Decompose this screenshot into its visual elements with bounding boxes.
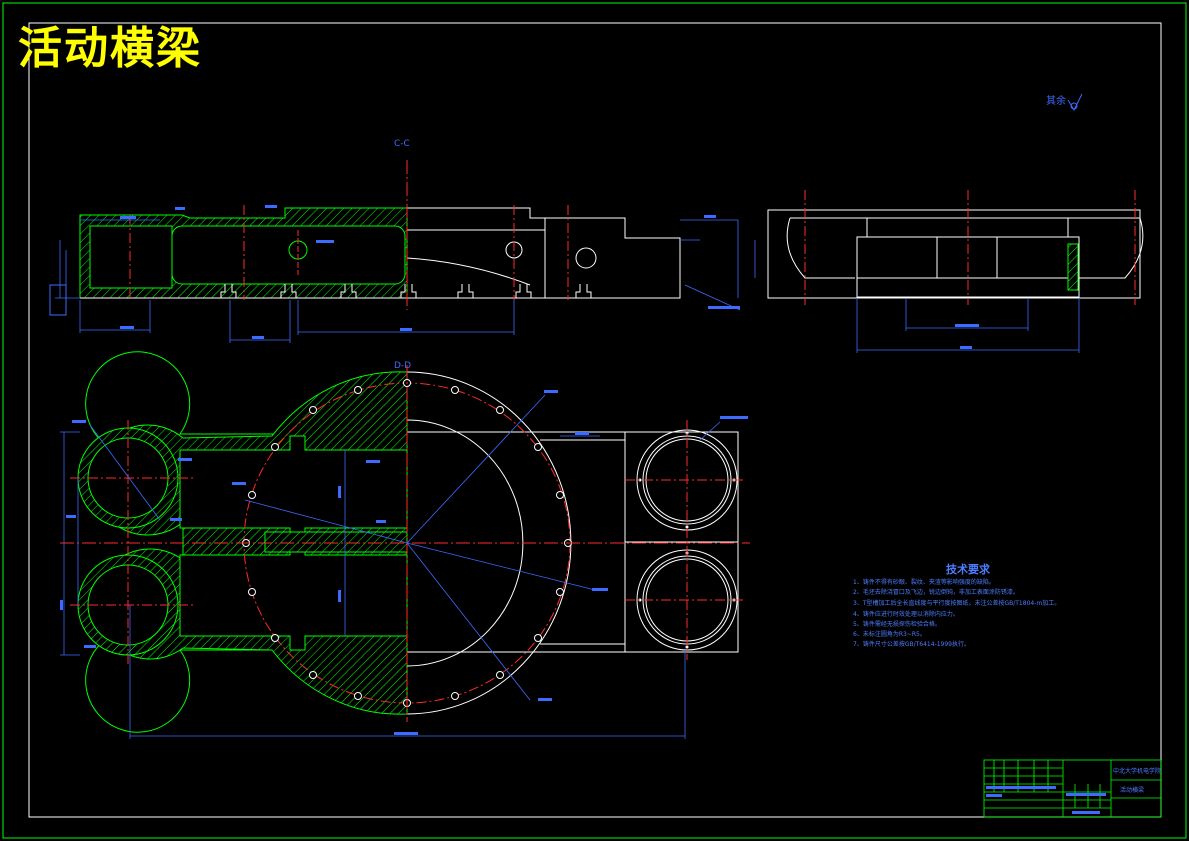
section-c-hole-right <box>575 247 597 269</box>
drawing-title: 活动横梁 <box>18 23 202 74</box>
tech-requirement-1: 1、铸件不得有砂眼、裂纹、夹渣等影响强度的缺陷。 <box>853 578 995 586</box>
plan-dimension-labels <box>60 390 748 735</box>
section-c-cavity-1 <box>89 225 173 289</box>
section-c-dimension-labels <box>49 205 740 339</box>
tech-requirements-title: 技术要求 <box>946 562 991 576</box>
plan-cutout-lower <box>179 544 408 651</box>
tech-requirement-2: 2、毛坯去除浇冒口及飞边，锐边倒钝，非加工表面涂防锈漆。 <box>853 588 1019 596</box>
plan-rib <box>264 531 408 553</box>
technical-requirements: 技术要求 1、铸件不得有砂眼、裂纹、夹渣等影响强度的缺陷。 2、毛坯去除浇冒口及… <box>853 562 1060 648</box>
roughness-note: 其余 <box>1046 93 1083 112</box>
plan-cutout-upper <box>179 435 408 541</box>
side-view <box>754 190 1144 353</box>
tech-requirement-5: 5、铸件需经无损探伤检验合格。 <box>853 620 941 628</box>
t-slots <box>220 284 592 298</box>
section-label-d: D-D <box>394 361 411 371</box>
section-c-dimensions <box>55 219 741 343</box>
section-c-outline-right <box>407 207 681 299</box>
bolt-holes <box>242 379 572 707</box>
section-d-d-view: D-D <box>60 351 750 739</box>
tech-requirement-7: 7、铸件尺寸公差按GB/T6414-1999执行。 <box>853 640 970 648</box>
roughness-symbol-icon <box>1067 93 1083 112</box>
plan-dimensions <box>60 394 721 739</box>
section-label-c: C-C <box>394 139 410 149</box>
tech-requirement-3: 3、T型槽加工后全长直线度与平行度按图纸，未注公差按GB/T1804-m加工。 <box>853 599 1060 607</box>
section-c-cavity-2 <box>171 225 406 285</box>
tech-requirement-6: 6、未标注圆角为R3~R5。 <box>853 630 926 638</box>
inner-border <box>28 22 1162 818</box>
roughness-label: 其余 <box>1046 94 1066 107</box>
title-block-part-name: 活动横梁 <box>1120 786 1144 794</box>
tech-requirement-4: 4、铸件应进行时效处理以消除内应力。 <box>853 610 959 618</box>
title-block-school: 中北大学机电学院 <box>1113 767 1161 775</box>
section-c-c-view: C-C <box>49 139 741 343</box>
section-c-curve <box>406 257 531 286</box>
title-block-small-text <box>986 786 1106 814</box>
